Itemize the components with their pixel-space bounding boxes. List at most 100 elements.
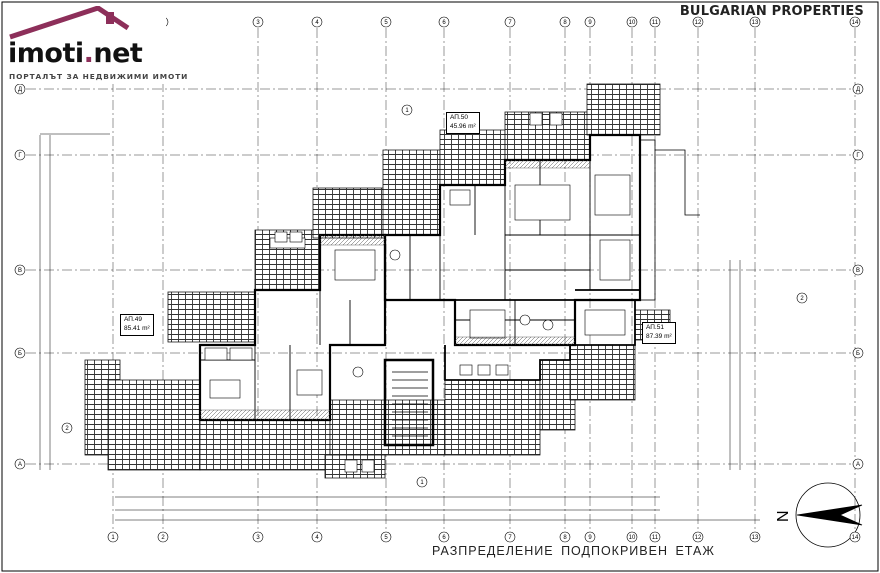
logo-dot: . <box>83 38 94 69</box>
stair-core <box>383 358 435 447</box>
svg-text:11: 11 <box>652 20 659 26</box>
logo-name: imoti <box>8 38 84 69</box>
column-axis-bottom-8: 8 <box>559 531 571 543</box>
column-axis-bottom-7: 7 <box>504 531 516 543</box>
svg-text:5: 5 <box>384 20 388 26</box>
svg-text:А: А <box>856 462 860 468</box>
section-mark-1: 1 <box>401 104 413 116</box>
svg-text:В: В <box>18 268 22 274</box>
column-axis-top-13: 13 <box>749 16 761 28</box>
row-axis-left-Д: Д <box>14 83 26 95</box>
row-axis-left-А: А <box>14 458 26 470</box>
row-axis-left-Г: Г <box>14 149 26 161</box>
svg-text:10: 10 <box>629 535 636 541</box>
column-axis-top-3: 3 <box>252 16 264 28</box>
svg-text:4: 4 <box>315 20 319 26</box>
svg-text:14: 14 <box>852 20 859 26</box>
svg-text:5: 5 <box>384 535 388 541</box>
section-mark-2: 2 <box>61 422 73 434</box>
column-axis-bottom-5: 5 <box>380 531 392 543</box>
svg-text:7: 7 <box>508 20 512 26</box>
row-axis-left-В: В <box>14 264 26 276</box>
svg-text:6: 6 <box>442 535 446 541</box>
imoti-logo[interactable]: imoti.net ПОРТАЛЪТ ЗА НЕДВИЖИМИ ИМОТИ <box>6 6 187 84</box>
logo-wordmark: imoti.net <box>8 38 143 69</box>
svg-text:9: 9 <box>588 20 592 26</box>
column-axis-top-10: 10 <box>626 16 638 28</box>
apartment-label-51: АП.51 87.39 m² <box>642 322 676 344</box>
svg-text:В: В <box>856 268 860 274</box>
svg-text:2: 2 <box>161 535 165 541</box>
column-axis-top-9: 9 <box>584 16 596 28</box>
svg-text:12: 12 <box>695 535 702 541</box>
svg-text:4: 4 <box>315 535 319 541</box>
column-axis-top-12: 12 <box>692 16 704 28</box>
column-axis-top-8: 8 <box>559 16 571 28</box>
svg-text:Д: Д <box>856 87 860 93</box>
apartment-name: АП.49 <box>124 316 142 323</box>
column-axis-bottom-4: 4 <box>311 531 323 543</box>
roof-areas <box>84 83 671 479</box>
apartment-label-50: АП.50 45.96 m² <box>446 112 480 134</box>
column-axis-bottom-6: 6 <box>438 531 450 543</box>
column-axis-top-11: 11 <box>649 16 661 28</box>
section-mark-2: 2 <box>796 292 808 304</box>
furniture <box>204 112 631 473</box>
svg-text:8: 8 <box>563 535 567 541</box>
svg-text:11: 11 <box>652 535 659 541</box>
row-axis-right-В: В <box>852 264 864 276</box>
svg-text:3: 3 <box>256 20 260 26</box>
svg-text:Г: Г <box>18 153 22 159</box>
column-axis-bottom-9: 9 <box>584 531 596 543</box>
svg-text:Б: Б <box>856 351 860 357</box>
row-axis-left-Б: Б <box>14 347 26 359</box>
column-axis-bottom-11: 11 <box>649 531 661 543</box>
column-axis-top-5: 5 <box>380 16 392 28</box>
apartment-area: 45.96 m² <box>450 122 476 130</box>
apartment-label-49: АП.49 85.41 m² <box>120 314 154 336</box>
svg-text:Б: Б <box>18 351 22 357</box>
svg-text:2: 2 <box>800 296 804 302</box>
svg-text:14: 14 <box>852 535 859 541</box>
column-axis-bottom-10: 10 <box>626 531 638 543</box>
svg-text:А: А <box>18 462 22 468</box>
svg-text:1: 1 <box>111 535 115 541</box>
column-axis-top-4: 4 <box>311 16 323 28</box>
logo-tagline: ПОРТАЛЪТ ЗА НЕДВИЖИМИ ИМОТИ <box>9 72 189 81</box>
svg-text:3: 3 <box>256 535 260 541</box>
column-axis-bottom-2: 2 <box>157 531 169 543</box>
svg-text:13: 13 <box>752 20 759 26</box>
svg-text:12: 12 <box>695 20 702 26</box>
section-mark-1: 1 <box>416 476 428 488</box>
column-axis-bottom-3: 3 <box>252 531 264 543</box>
svg-text:8: 8 <box>563 20 567 26</box>
roof-logo-icon <box>9 6 130 40</box>
dimension-lines <box>39 133 760 521</box>
logo-tld: net <box>93 38 143 69</box>
column-axis-bottom-12: 12 <box>692 531 704 543</box>
column-axis-top-14: 14 <box>849 16 861 28</box>
svg-text:Д: Д <box>18 87 22 93</box>
svg-text:2: 2 <box>65 426 69 432</box>
apartment-area: 87.39 m² <box>646 332 672 340</box>
row-axis-right-Б: Б <box>852 347 864 359</box>
column-axis-bottom-13: 13 <box>749 531 761 543</box>
apartment-name: АП.51 <box>646 324 664 331</box>
svg-text:7: 7 <box>508 535 512 541</box>
apartment-area: 85.41 m² <box>124 324 150 332</box>
hatched-walls <box>199 159 591 421</box>
row-axis-right-Г: Г <box>852 149 864 161</box>
svg-text:6: 6 <box>442 20 446 26</box>
svg-text:13: 13 <box>752 535 759 541</box>
row-axis-right-Д: Д <box>852 83 864 95</box>
svg-text:9: 9 <box>588 535 592 541</box>
drawing-caption: РАЗПРЕДЕЛЕНИЕ ПОДПОКРИВЕН ЕТАЖ <box>432 544 715 558</box>
compass-rose <box>795 482 863 548</box>
compass-north-label: N <box>775 510 792 522</box>
row-axis-right-А: А <box>852 458 864 470</box>
svg-text:Г: Г <box>856 153 860 159</box>
svg-text:1: 1 <box>405 108 409 114</box>
svg-text:10: 10 <box>629 20 636 26</box>
